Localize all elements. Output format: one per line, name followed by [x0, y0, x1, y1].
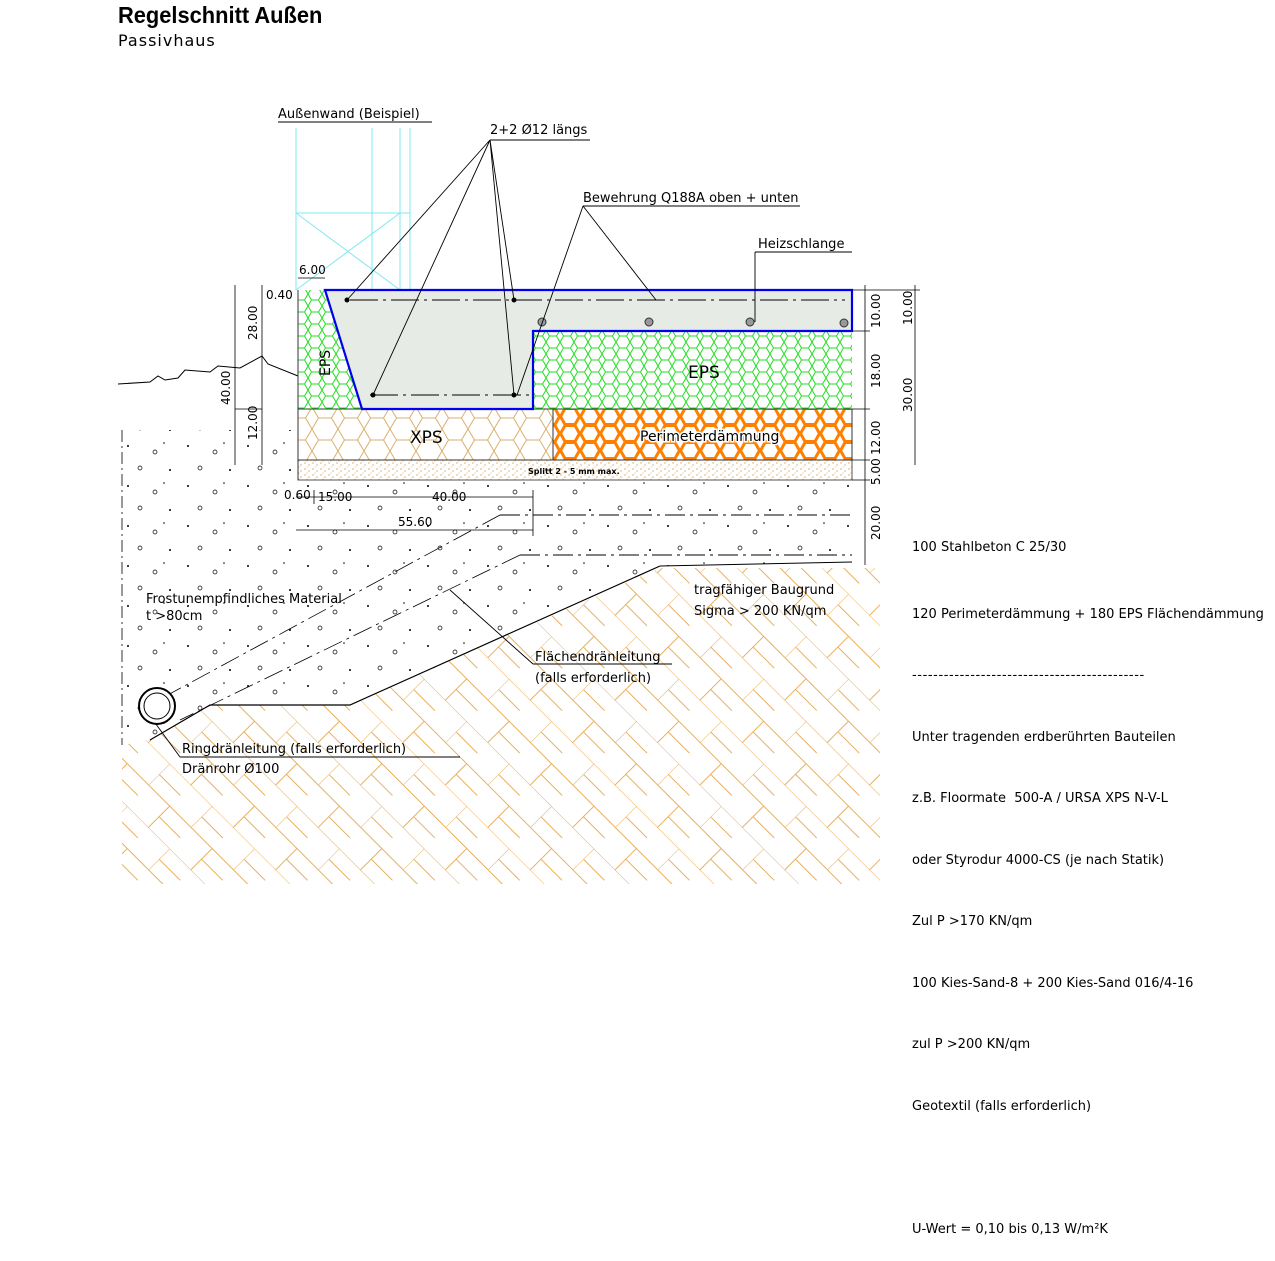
dim-15: 15.00 [318, 490, 352, 504]
label-ring-1: Ringdränleitung (falls erforderlich) [182, 742, 406, 757]
note-line: 100 Stahlbeton C 25/30 [912, 540, 1067, 555]
subsoil-hatch [122, 568, 880, 884]
label-heating: Heizschlange [758, 237, 844, 252]
terrain-line [117, 355, 299, 385]
label-eps-left: EPS [318, 350, 334, 376]
note-line: 100 Kies-Sand-8 + 200 Kies-Sand 016/4-16 [912, 975, 1194, 991]
label-drain-2: (falls erforderlich) [535, 671, 651, 686]
dim-10-b: 10.00 [901, 291, 915, 325]
dim-12-left: 12.00 [246, 406, 260, 440]
label-mesh: Bewehrung Q188A oben + unten [583, 191, 798, 206]
label-rebar: 2+2 Ø12 längs [490, 123, 588, 138]
note-line: z.B. Floormate 500-A / URSA XPS N-V-L [912, 791, 1168, 806]
dim-6: 6.00 [299, 263, 326, 277]
perimeter-insulation [552, 408, 853, 461]
note-line: U-Wert = 0,10 bis 0,13 W/m²K [912, 1221, 1108, 1237]
label-wall: Außenwand (Beispiel) [278, 107, 420, 122]
label-drain-1: Flächendränleitung [535, 650, 661, 665]
label-ring-2: Dränrohr Ø100 [182, 762, 279, 777]
dim-0-6: 0.60 [284, 488, 311, 502]
note-line: zul P >200 KN/qm [912, 1037, 1031, 1052]
note-line: ----------------------------------------… [912, 668, 1145, 683]
dim-28: 28.00 [246, 306, 260, 340]
label-xps: XPS [410, 428, 443, 448]
dim-20: 20.00 [869, 506, 883, 540]
drawing-title: Regelschnitt Außen [118, 2, 323, 28]
note-line [912, 1158, 1264, 1179]
note-line: Zul P >170 KN/qm [912, 914, 1033, 929]
exterior-wall [295, 128, 411, 291]
frost-protection-gravel [122, 430, 852, 745]
dim-40: 40.00 [219, 371, 233, 405]
label-frost-2: t >80cm [146, 609, 202, 624]
note-line: Unter tragenden erdberührten Bauteilen [912, 729, 1176, 745]
label-perimeter: Perimeterdämmung [640, 429, 779, 445]
dim-10-a: 10.00 [869, 294, 883, 328]
note-line: Geotextil (falls erforderlich) [912, 1098, 1092, 1114]
heating-pipes [537, 317, 849, 328]
eps-right [533, 331, 852, 409]
dim-30: 30.00 [901, 378, 915, 412]
dim-0-4: 0.40 [266, 288, 293, 302]
material-notes: 100 Stahlbeton C 25/30 120 Perimeterdämm… [912, 497, 1264, 1261]
dim-18: 18.00 [869, 354, 883, 388]
eps-left [298, 290, 362, 409]
dim-12-right: 12.00 [869, 421, 883, 455]
section-drawing: Außenwand (Beispiel) 2+2 Ø12 längs Beweh… [117, 107, 920, 884]
dim-5: 5.00 [869, 458, 883, 485]
label-eps-right: EPS [688, 363, 720, 383]
label-frost-1: Frostunempfindliches Material [146, 592, 342, 607]
dim-40-bottom: 40.00 [432, 490, 466, 504]
drawing-subtitle: Passivhaus [118, 31, 216, 50]
label-subsoil-1: tragfähiger Baugrund [694, 583, 834, 598]
label-subsoil-2: Sigma > 200 KN/qm [694, 604, 826, 619]
label-splitt: Splitt 2 - 5 mm max. [528, 467, 620, 476]
dim-55-6: 55.60 [398, 515, 432, 529]
note-line: oder Styrodur 4000-CS (je nach Statik) [912, 852, 1165, 868]
note-line: 120 Perimeterdämmung + 180 EPS Flächendä… [912, 606, 1264, 622]
